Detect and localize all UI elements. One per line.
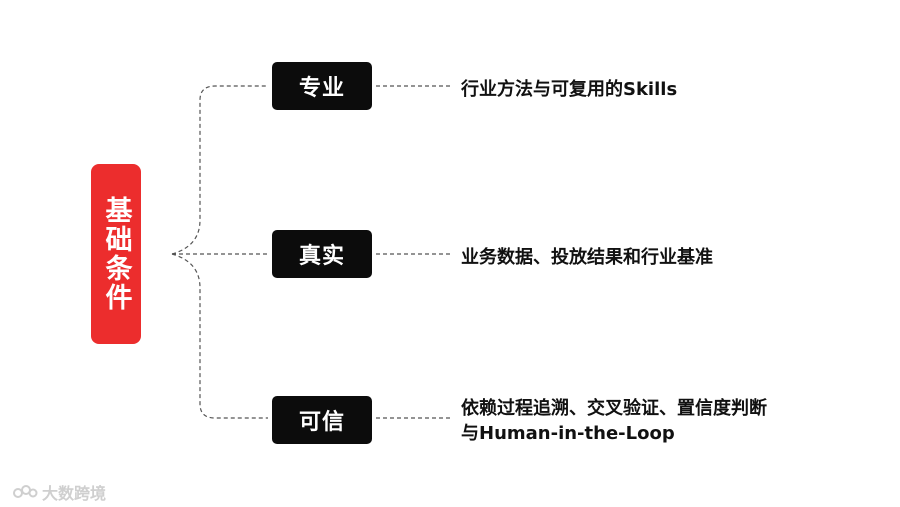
desc-zhuanye: 行业方法与可复用的Skills bbox=[461, 77, 677, 102]
desc-zhenshi: 业务数据、投放结果和行业基准 bbox=[461, 245, 713, 270]
branch-node-kexin: 可信 bbox=[272, 396, 372, 444]
branch-node-zhuanye: 专业 bbox=[272, 62, 372, 110]
branch-label-zhenshi: 真实 bbox=[298, 244, 345, 269]
branch-label-kexin: 可信 bbox=[298, 410, 345, 435]
desc-zhenshi-line-1: 业务数据、投放结果和行业基准 bbox=[461, 247, 713, 268]
connector-to-kexin bbox=[171, 253, 268, 419]
brand-logo-icon bbox=[13, 485, 38, 498]
desc-kexin-line-1: 依赖过程追溯、交叉验证、置信度判断 bbox=[461, 398, 767, 419]
connector-to-zhuanye bbox=[171, 85, 268, 255]
branch-label-zhuanye: 专业 bbox=[298, 76, 345, 101]
root-node: 基础条件 bbox=[91, 164, 141, 344]
watermark: 大数跨境 bbox=[12, 480, 106, 504]
desc-kexin-line-2: 与Human-in-the-Loop bbox=[461, 423, 675, 444]
desc-kexin: 依赖过程追溯、交叉验证、置信度判断 与Human-in-the-Loop bbox=[461, 396, 767, 446]
watermark-text: 大数跨境 bbox=[42, 484, 107, 503]
root-label: 基础条件 bbox=[100, 196, 132, 312]
desc-zhuanye-line-1: 行业方法与可复用的Skills bbox=[461, 79, 678, 100]
branch-node-zhenshi: 真实 bbox=[272, 230, 372, 278]
